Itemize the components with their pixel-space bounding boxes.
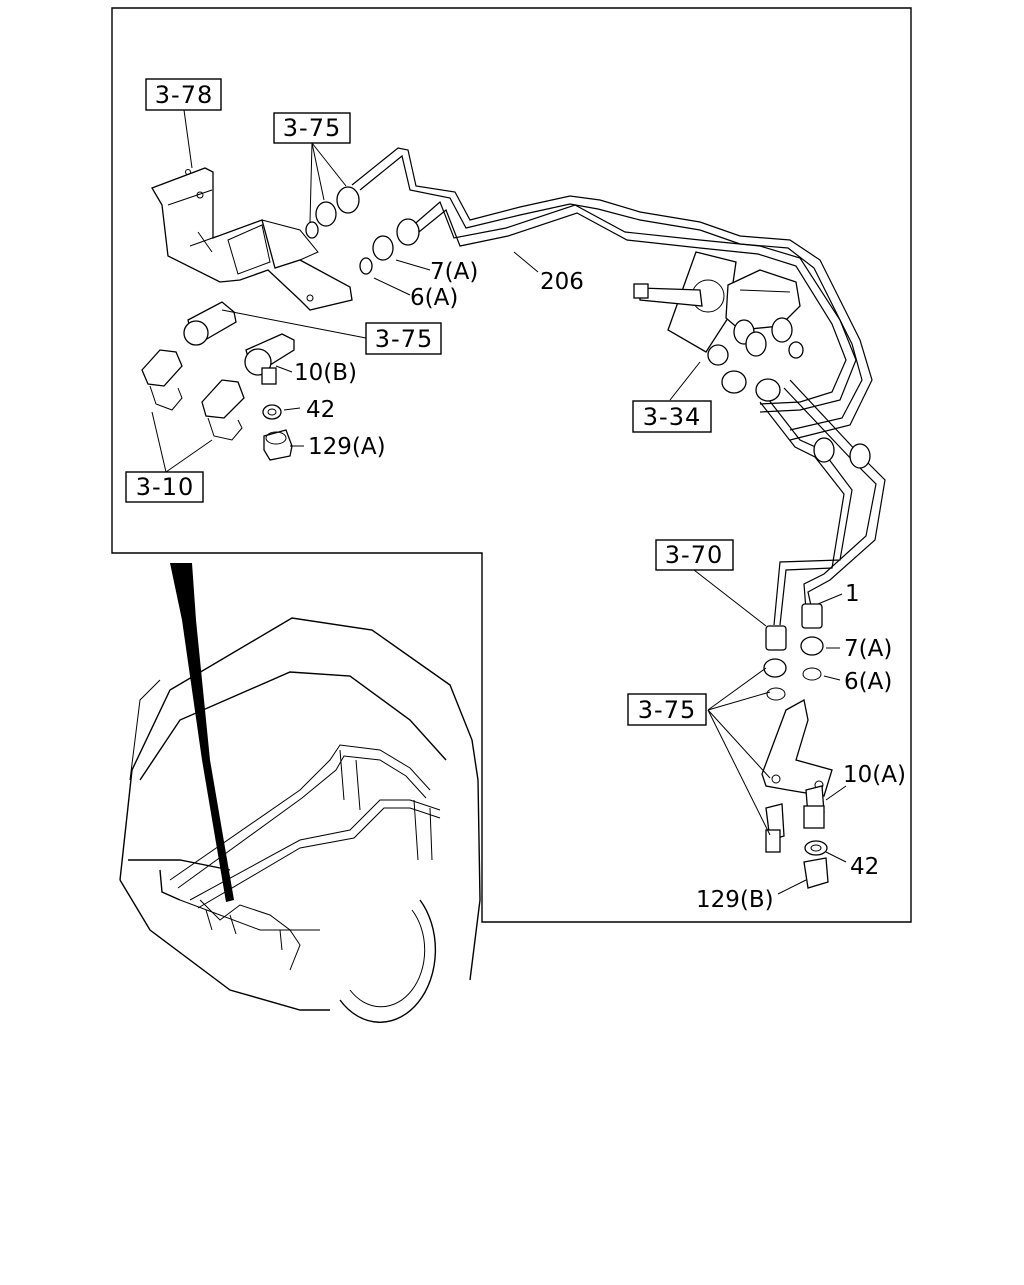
ref-box-3-75-low-label: 3-75 bbox=[638, 696, 696, 724]
label-42-left: 42 bbox=[306, 397, 335, 423]
label-6a-top: 6(A) bbox=[410, 285, 458, 311]
ref-box-3-70: 3-70 bbox=[655, 539, 734, 571]
label-10a: 10(A) bbox=[843, 762, 906, 788]
ref-box-3-34: 3-34 bbox=[632, 400, 712, 433]
ref-box-3-75-low: 3-75 bbox=[627, 693, 707, 726]
ref-box-3-78: 3-78 bbox=[145, 78, 222, 111]
diagram-frame bbox=[111, 7, 912, 923]
ref-box-3-78-label: 3-78 bbox=[155, 81, 213, 109]
ref-box-3-34-label: 3-34 bbox=[643, 403, 701, 431]
label-129a: 129(A) bbox=[308, 434, 386, 460]
ref-box-3-10-label: 3-10 bbox=[136, 473, 194, 501]
brake-pipes bbox=[351, 147, 886, 626]
leader-lines bbox=[151, 109, 847, 895]
label-129b: 129(B) bbox=[696, 887, 774, 913]
truck-cab-illustration bbox=[119, 563, 481, 1023]
ref-box-3-75-top: 3-75 bbox=[273, 112, 351, 144]
lower-right-fittings bbox=[761, 603, 833, 889]
ref-box-3-70-label: 3-70 bbox=[665, 541, 723, 569]
bracket-nuts bbox=[305, 186, 420, 275]
ref-box-3-75-top-label: 3-75 bbox=[283, 114, 341, 142]
bracket-assembly bbox=[151, 167, 353, 311]
ref-box-3-75-mid-label: 3-75 bbox=[375, 325, 433, 353]
label-42-right: 42 bbox=[850, 854, 879, 880]
label-7a-right: 7(A) bbox=[844, 636, 892, 662]
label-206: 206 bbox=[540, 269, 584, 295]
proportioning-valve bbox=[633, 251, 871, 469]
label-6a-right: 6(A) bbox=[844, 669, 892, 695]
ref-box-3-75-mid: 3-75 bbox=[365, 322, 442, 355]
label-10b: 10(B) bbox=[294, 360, 357, 386]
label-7a-top: 7(A) bbox=[430, 259, 478, 285]
left-fittings bbox=[141, 301, 295, 461]
label-1: 1 bbox=[845, 581, 860, 607]
location-pointer bbox=[170, 563, 234, 902]
ref-box-3-10: 3-10 bbox=[125, 471, 204, 503]
